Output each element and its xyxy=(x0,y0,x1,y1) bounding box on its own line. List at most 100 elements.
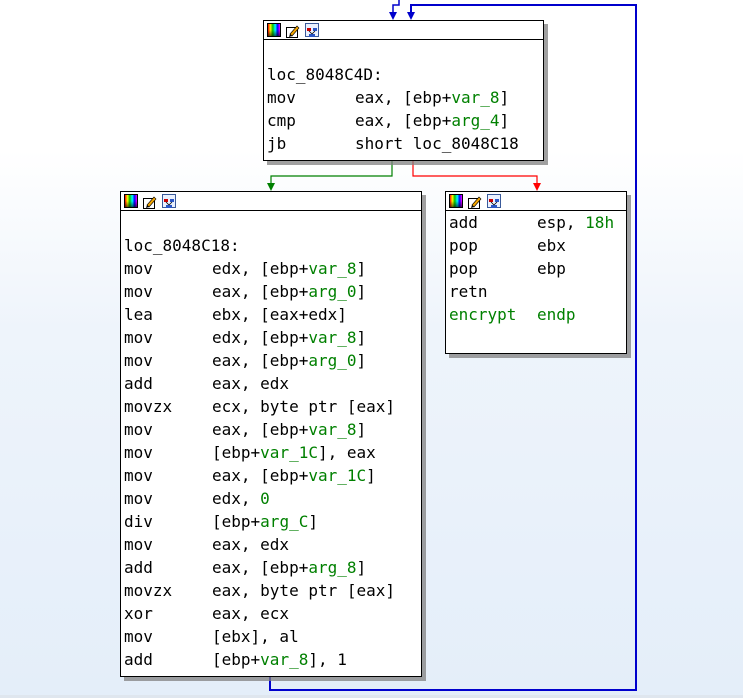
instruction-line[interactable]: retn xyxy=(449,280,626,303)
instruction-mnemonic: mov xyxy=(124,282,153,301)
node-titlebar xyxy=(264,21,543,40)
instruction-operands: eax, edx xyxy=(212,533,289,556)
instruction-line[interactable]: add [ebp+var_8], 1 xyxy=(124,648,421,671)
instruction-line[interactable]: mov[ebp+var_1C], eax xyxy=(124,441,421,464)
instruction-line[interactable]: mov[ebx], al xyxy=(124,625,421,648)
operand-symbol[interactable]: arg_C xyxy=(260,512,309,531)
operand-symbol[interactable]: var_1C xyxy=(260,443,318,462)
block-label[interactable]: loc_8048C4D: xyxy=(267,65,383,84)
instruction-mnemonic: mov xyxy=(124,420,153,439)
instruction-line[interactable]: div[ebp+arg_C] xyxy=(124,510,421,533)
operand-symbol[interactable]: arg_0 xyxy=(308,351,357,370)
instruction-mnemonic: add xyxy=(124,558,153,577)
block-label[interactable]: loc_8048C18: xyxy=(124,236,240,255)
operand-text: ] xyxy=(308,512,318,531)
instruction-line[interactable]: encrypt endp xyxy=(449,303,626,326)
operand-symbol[interactable]: endp xyxy=(537,305,576,324)
instruction-operands: [ebp+var_8], 1 xyxy=(212,648,347,671)
instruction-operands: ecx, byte ptr [eax] xyxy=(212,395,395,418)
edge-true-arrowhead xyxy=(267,183,275,191)
bottom-scroll-strip xyxy=(0,695,743,698)
operand-text: eax, [ebp+ xyxy=(212,282,309,301)
rename-icon[interactable] xyxy=(143,194,157,209)
operand-text: ] xyxy=(356,282,367,301)
operand-symbol[interactable]: var_1C xyxy=(308,466,367,485)
operand-symbol[interactable]: 18h xyxy=(585,213,615,232)
graph-overview-icon[interactable] xyxy=(162,194,176,208)
instruction-operands: endp xyxy=(537,303,576,326)
color-palette-icon[interactable] xyxy=(267,23,281,37)
operand-symbol[interactable]: var_8 xyxy=(308,259,357,278)
operand-text: eax, ecx xyxy=(212,604,290,623)
operand-symbol[interactable]: arg_8 xyxy=(308,558,357,577)
instruction-mnemonic: mov xyxy=(267,88,296,107)
edge-true-branch xyxy=(270,160,393,184)
instruction-line[interactable]: mov edx, [ebp+var_8] xyxy=(124,257,421,280)
instruction-operands: eax, [ebp+var_1C] xyxy=(212,464,376,487)
operand-symbol[interactable]: arg_4 xyxy=(451,111,500,130)
edge-loop-back-arrowhead xyxy=(407,12,415,20)
graph-overview-icon[interactable] xyxy=(305,23,319,37)
rename-icon[interactable] xyxy=(468,194,482,209)
operand-text: edx, [ebp+ xyxy=(212,259,309,278)
operand-text: eax, [ebp+ xyxy=(212,466,309,485)
operand-text: ] xyxy=(356,558,367,577)
instruction-operands: [ebp+var_1C], eax xyxy=(212,441,376,464)
operand-symbol[interactable]: arg_0 xyxy=(308,282,357,301)
instruction-mnemonic: mov xyxy=(124,259,153,278)
instruction-mnemonic: mov xyxy=(124,351,153,370)
instruction-mnemonic: encrypt xyxy=(449,305,517,324)
node-titlebar xyxy=(446,192,626,211)
operand-symbol[interactable]: var_8 xyxy=(260,650,309,669)
color-palette-icon[interactable] xyxy=(124,194,138,208)
instruction-mnemonic: add xyxy=(449,213,478,232)
operand-text: eax, byte ptr [eax] xyxy=(212,581,396,600)
instruction-mnemonic: movzx xyxy=(124,397,173,416)
operand-symbol[interactable]: var_8 xyxy=(308,328,357,347)
operand-text: ] xyxy=(356,259,367,278)
instruction-operands: [ebp+arg_C] xyxy=(212,510,318,533)
instruction-line[interactable]: movzx ecx, byte ptr [eax] xyxy=(124,395,421,418)
operand-text: [ebp+ xyxy=(212,512,261,531)
operand-text: ] xyxy=(499,111,510,130)
operand-text: edx, [ebp+ xyxy=(212,328,309,347)
operand-text: ecx, byte ptr [eax] xyxy=(212,397,396,416)
instruction-mnemonic: add xyxy=(124,650,153,669)
operand-symbol[interactable]: 0 xyxy=(260,489,270,508)
rename-icon[interactable] xyxy=(286,23,300,38)
operand-text: eax, [ebp+ xyxy=(212,558,309,577)
instruction-line[interactable]: add eax, [ebp+arg_8] xyxy=(124,556,421,579)
graph-overview-icon[interactable] xyxy=(487,194,501,208)
instruction-line[interactable]: mov eax, [ebp+arg_0] xyxy=(124,280,421,303)
operand-symbol[interactable]: var_8 xyxy=(451,88,500,107)
instruction-mnemonic: mov xyxy=(124,627,153,646)
color-palette-icon[interactable] xyxy=(449,194,463,208)
operand-text: short loc_8048C18 xyxy=(355,134,519,153)
instruction-operands: edx, [ebp+var_8] xyxy=(212,326,366,349)
instruction-mnemonic: pop xyxy=(449,236,478,255)
operand-symbol[interactable]: var_8 xyxy=(308,420,357,439)
operand-text: ] xyxy=(499,88,510,107)
